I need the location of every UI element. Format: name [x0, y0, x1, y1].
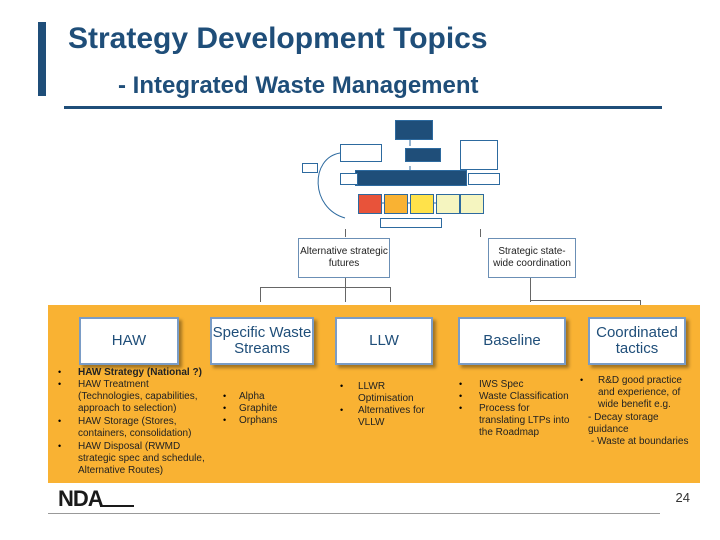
roadmap-light-box: [436, 194, 460, 214]
bullet: •: [340, 381, 344, 391]
bullet: •: [459, 403, 463, 413]
baseline-item-iws-spec: IWS Spec: [479, 379, 524, 390]
connector: [480, 229, 481, 237]
roadmap-small-box: [302, 163, 318, 173]
logo-underline: [100, 505, 134, 507]
header-llw: LLW: [335, 317, 433, 365]
header-baseline: Baseline: [458, 317, 566, 365]
tactics-item-main: R&D good practice and experience, of wid…: [598, 375, 682, 410]
roadmap-box-b: [468, 173, 500, 185]
bullet: •: [58, 416, 62, 426]
connector: [260, 287, 261, 302]
roadmap-yellow-box: [410, 194, 434, 214]
roadmap-bottom-box: [380, 218, 442, 228]
llw-item-alternatives: Alternatives for VLLW: [358, 405, 425, 428]
title-underline: [64, 106, 662, 109]
haw-item-storage: HAW Storage (Stores, containers, consoli…: [78, 416, 192, 439]
roadmap-right-box: [460, 140, 498, 170]
bullet: •: [223, 391, 227, 401]
roadmap-integrated-box: [355, 170, 467, 186]
connector: [345, 229, 346, 237]
baseline-item-process: Process for translating LTPs into the Ro…: [479, 403, 570, 438]
slide-subtitle: - Integrated Waste Management: [118, 72, 479, 99]
bullet: •: [340, 405, 344, 415]
tactics-sub-boundaries: - Waste at boundaries: [591, 436, 689, 447]
roadmap-box-a: [340, 173, 358, 185]
header-haw: HAW: [79, 317, 179, 365]
topics-panel: HAW Specific Waste Streams LLW Baseline …: [48, 305, 700, 483]
footer-rule: [48, 513, 660, 514]
specific-item-orphans: Orphans: [239, 415, 278, 426]
haw-item-strategy: HAW Strategy (National ?): [78, 367, 202, 378]
connector: [640, 300, 641, 308]
roadmap-top-box: [395, 120, 433, 140]
haw-item-treatment: HAW Treatment (Technologies, capabilitie…: [78, 379, 198, 414]
bullet: •: [580, 375, 584, 385]
connector: [390, 287, 391, 302]
roadmap-orange-box: [384, 194, 408, 214]
roadmap-diagram-image: [300, 118, 500, 228]
connector: [530, 276, 531, 302]
haw-item-disposal: HAW Disposal (RWMD strategic spec and sc…: [78, 441, 205, 476]
connector: [345, 276, 346, 302]
bullet: •: [58, 367, 62, 377]
bullet: •: [58, 379, 62, 389]
llw-item-optimisation: LLWR Optimisation: [358, 381, 414, 404]
header-specific-waste-streams: Specific Waste Streams: [210, 317, 314, 365]
nda-logo: NDA: [58, 486, 104, 511]
specific-item-graphite: Graphite: [239, 403, 278, 414]
roadmap-red-box: [358, 194, 382, 214]
bullet: •: [58, 441, 62, 451]
roadmap-light-box-2: [460, 194, 484, 214]
strategic-state-wide-coordination-box: Strategic state-wide coordination: [488, 238, 576, 278]
roadmap-center-box: [405, 148, 441, 162]
slide-title: Strategy Development Topics: [68, 22, 488, 55]
specific-item-alpha: Alpha: [239, 391, 265, 402]
tactics-sub-decay: - Decay storage guidance: [588, 412, 659, 435]
roadmap-left-box: [340, 144, 382, 162]
connector: [260, 287, 390, 288]
connector: [530, 300, 640, 301]
baseline-item-classification: Waste Classification: [479, 391, 569, 402]
bullet: •: [459, 379, 463, 389]
bullet: •: [459, 391, 463, 401]
title-accent-bar: [38, 22, 46, 96]
alternative-strategic-futures-box: Alternative strategic futures: [298, 238, 390, 278]
bullet: •: [223, 415, 227, 425]
page-number: 24: [675, 490, 690, 505]
header-coordinated-tactics: Coordinated tactics: [588, 317, 686, 365]
bullet: •: [223, 403, 227, 413]
